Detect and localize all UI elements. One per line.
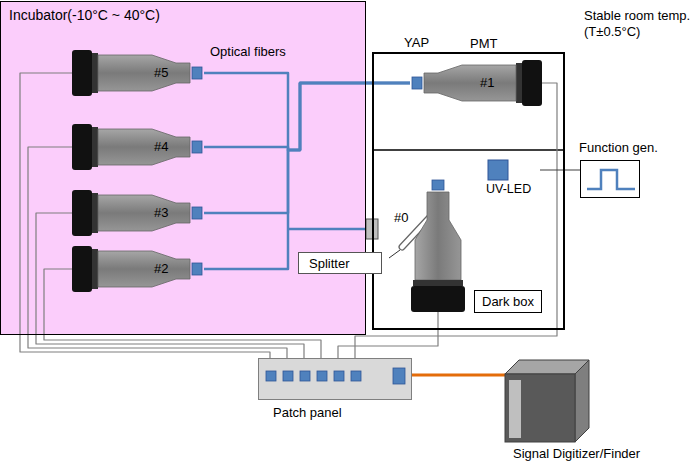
node-label: #2 <box>154 261 168 276</box>
dark-box-fill <box>372 52 565 330</box>
pmt-tube-shape <box>72 124 204 170</box>
node-label: #3 <box>154 205 168 220</box>
pmt-tube-shape <box>72 50 204 96</box>
node-label: Splitter <box>309 256 349 271</box>
note-label: Stable room temp. (T±0.5°C) <box>584 8 696 40</box>
node-label: Patch panel <box>273 405 342 420</box>
node-label: #4 <box>154 139 168 154</box>
pmt-tube: #3 <box>72 190 204 236</box>
incubator-region: #5 #4 #3 #2 Incubator(-10°C ~ 40°C) <box>0 1 366 335</box>
pmt-tube-shape <box>72 190 204 236</box>
node-label: #0 <box>394 210 408 225</box>
patch-panel: Patch panel <box>258 358 412 400</box>
signal-cable <box>355 83 557 358</box>
trigger-cable <box>540 169 580 170</box>
signal-cable <box>20 73 270 358</box>
node-label: Signal Digitizer/Finder <box>513 446 640 461</box>
incubator-fill <box>1 1 365 334</box>
pmt-tube: #4 <box>72 124 204 170</box>
optical-fiber <box>204 83 410 213</box>
pmt-tube: #5 <box>72 50 204 96</box>
uv-led: UV-LED <box>486 160 540 200</box>
patch-panel-shape <box>259 359 413 401</box>
leader-line <box>389 250 400 258</box>
optical-fiber <box>204 83 410 269</box>
node-label: #5 <box>154 65 168 80</box>
node-label: UV-LED <box>486 182 531 197</box>
signal-cable <box>338 312 438 358</box>
part-label: YAP <box>404 35 429 51</box>
dark-box-divider <box>373 149 564 151</box>
pmt-tube-shape <box>72 246 204 292</box>
node-label: #1 <box>480 75 494 90</box>
box-label: Dark box <box>474 290 542 313</box>
pmt-tube: #2 <box>72 246 204 292</box>
dark-box: PMT#1UV-LED #0Dark box <box>372 52 565 330</box>
splitter-label-box: Splitter <box>298 252 382 274</box>
pmt-tube-shape <box>410 60 542 106</box>
signal-digitizer-shape <box>505 360 591 444</box>
output-cable <box>412 374 505 377</box>
node-label: Function gen. <box>579 140 658 155</box>
fiber-branch <box>288 228 366 231</box>
signal-digitizer: Signal Digitizer/Finder <box>505 360 591 444</box>
pmt-tube: PMT#1 <box>410 60 542 106</box>
part-label: Optical fibers <box>210 44 286 60</box>
function-generator: Function gen. <box>580 160 640 198</box>
optical-fiber <box>204 73 410 150</box>
node-label: PMT <box>470 36 497 51</box>
node-label: Incubator(-10°C ~ 40°C) <box>9 8 160 23</box>
pmt-tube-shape <box>392 180 484 312</box>
signal-cable <box>28 147 287 358</box>
function-generator-shape <box>581 161 641 199</box>
optical-fiber <box>204 83 410 150</box>
pmt-tube: #0 <box>392 180 484 312</box>
